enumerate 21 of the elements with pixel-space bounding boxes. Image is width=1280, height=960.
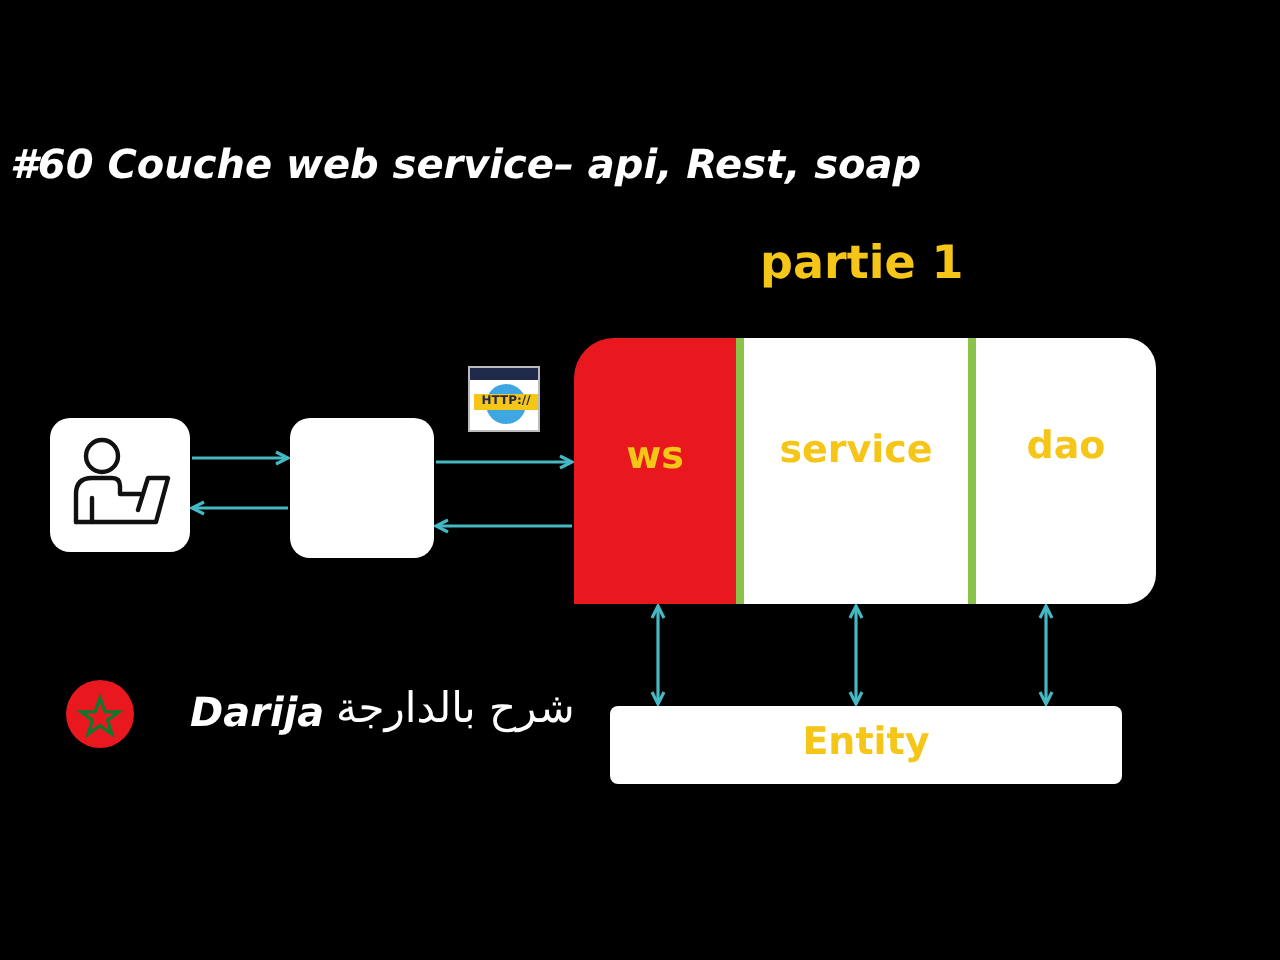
- language-label: Darija: [190, 688, 325, 736]
- layer-box: [574, 338, 736, 604]
- entity-box: [610, 706, 1122, 784]
- arabic-label: شرح بالدارجة: [336, 684, 575, 732]
- subtitle: partie 1: [760, 238, 964, 290]
- arrow: [1038, 604, 1054, 706]
- layer-label: service: [779, 428, 933, 472]
- layer-box: [744, 338, 968, 604]
- arrow: [650, 604, 666, 706]
- arrow: [434, 518, 572, 534]
- layer-label: dao: [1026, 424, 1106, 468]
- user-box: [50, 418, 190, 552]
- app-box: [290, 418, 434, 558]
- arrow: [848, 604, 864, 706]
- arrow: [190, 500, 288, 516]
- arrow: [192, 450, 290, 466]
- layer-box: [976, 338, 1156, 604]
- title: #60 Couche web service– api, Rest, soap: [10, 140, 922, 188]
- layer-label: Entity: [802, 720, 930, 764]
- layer-label: ws: [626, 434, 684, 478]
- arrow: [436, 454, 574, 470]
